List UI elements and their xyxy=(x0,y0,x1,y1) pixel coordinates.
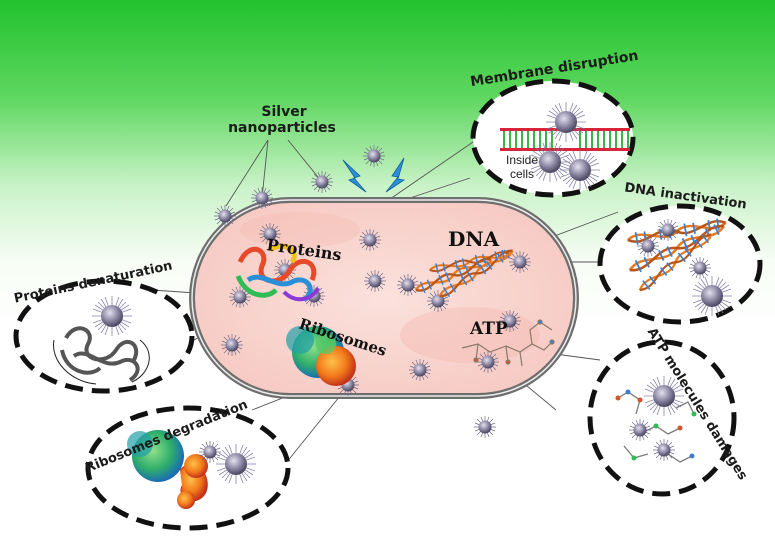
nanoparticle-icon xyxy=(396,273,420,297)
nanoparticle-icon xyxy=(473,415,497,439)
nanoparticle-icon xyxy=(408,358,432,382)
nanoparticle-icon xyxy=(363,269,387,293)
svg-text:nanoparticles: nanoparticles xyxy=(228,120,336,136)
atp-structure: ATP xyxy=(461,319,555,367)
nanoparticle-icon xyxy=(636,234,660,258)
nanoparticle-icon xyxy=(508,250,532,274)
nanoparticle-icon xyxy=(426,289,450,313)
inside-cells-label-line2: cells xyxy=(510,167,534,181)
nanoparticle-icon xyxy=(362,144,386,168)
nanoparticle-icon xyxy=(91,295,133,337)
nanoparticle-icon xyxy=(688,256,712,280)
nanoparticle-icon xyxy=(215,443,257,485)
bacterial-cell xyxy=(189,197,579,399)
nanoparticle-icon xyxy=(220,333,244,357)
nanoparticle-icon xyxy=(358,228,382,252)
nanoparticle-icon xyxy=(213,204,237,228)
nanoparticle-icon xyxy=(250,186,274,210)
nanoparticle-icon xyxy=(198,440,222,464)
proteins-denaturation-inset xyxy=(13,278,195,394)
nanoparticle-icon xyxy=(545,101,587,143)
nanoparticle-icon xyxy=(559,149,601,191)
nanoparticle-icon xyxy=(652,438,676,462)
nanoparticle-icon xyxy=(656,218,680,242)
dna-label: DNA xyxy=(448,227,500,251)
silver-nanoparticles-label: Silver nanoparticles xyxy=(228,104,336,136)
nanoparticle-icon xyxy=(691,275,733,317)
svg-text:Silver: Silver xyxy=(261,104,306,120)
nanoparticle-icon xyxy=(310,170,334,194)
nanoparticle-icon xyxy=(476,350,500,374)
membrane-disruption-inset: Inside cells xyxy=(470,78,636,198)
lightning-icon xyxy=(342,157,406,193)
dna-structure: DNA xyxy=(412,227,517,303)
atp-label: ATP xyxy=(469,319,508,339)
dna-inactivation-inset xyxy=(597,203,763,325)
nanoparticle-icon xyxy=(628,418,652,442)
inside-cells-label-line1: Inside xyxy=(506,153,538,167)
atp-damages-inset xyxy=(587,339,737,497)
ribosomes-degradation-inset xyxy=(85,405,291,531)
